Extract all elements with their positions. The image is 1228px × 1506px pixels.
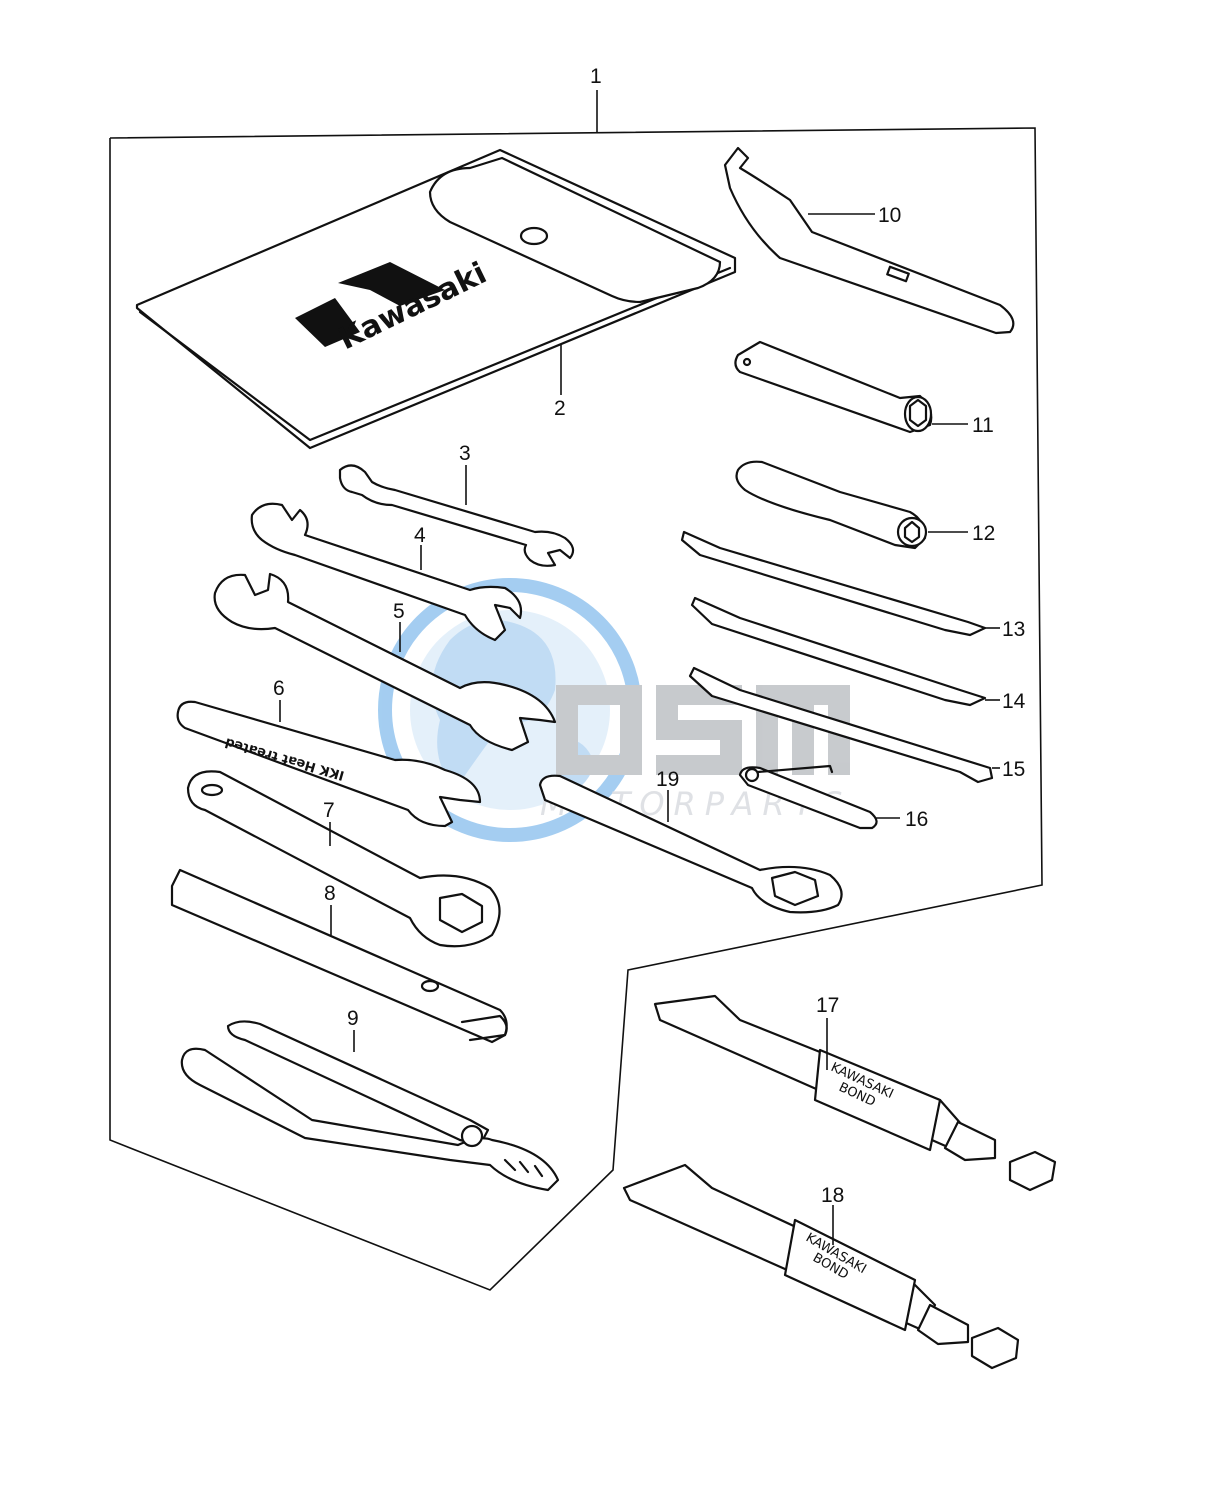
callout-16: 16 <box>905 808 928 831</box>
screwdriver-13 <box>680 530 1000 637</box>
bond-tube-18: KAWASAKI BOND <box>622 1163 1020 1370</box>
extension-bar-8 <box>170 868 508 1044</box>
hook-spanner-10 <box>723 146 1015 335</box>
callout-6: 6 <box>273 677 285 700</box>
screwdriver-14 <box>690 596 1000 707</box>
ring-spanner-7 <box>186 770 501 948</box>
callout-10: 10 <box>878 204 901 227</box>
callout-18: 18 <box>821 1184 844 1207</box>
oem-letters <box>556 685 850 775</box>
callout-9: 9 <box>347 1007 359 1030</box>
ring-spanner-19 <box>538 774 843 914</box>
wrench-5 <box>213 572 557 752</box>
kit-outline <box>109 90 1043 1291</box>
callout-13: 13 <box>1002 618 1025 641</box>
callout-2: 2 <box>554 397 566 420</box>
tool-pouch: Kawasaki <box>135 148 737 450</box>
pliers-9 <box>180 1020 560 1192</box>
callout-1: 1 <box>590 65 602 88</box>
wrench-3 <box>338 464 575 567</box>
snap-button <box>519 226 549 246</box>
callout-11: 11 <box>972 414 994 437</box>
screwdriver-15 <box>688 666 1000 784</box>
callout-7: 7 <box>323 799 335 822</box>
callout-5: 5 <box>393 600 405 623</box>
callout-12: 12 <box>972 522 995 545</box>
callout-8: 8 <box>324 882 336 905</box>
screwdriver-handle-12 <box>735 460 968 550</box>
callout-4: 4 <box>414 524 426 547</box>
feeler-gauge-16 <box>738 764 900 830</box>
bond-tube-17: KAWASAKI BOND <box>653 994 1057 1192</box>
callout-labels: 1 2 3 4 5 6 7 8 9 10 11 12 13 14 15 16 1… <box>273 65 1026 1207</box>
callout-17: 17 <box>816 994 839 1017</box>
box-wrench-11 <box>734 340 968 434</box>
callout-15: 15 <box>1002 758 1025 781</box>
callout-14: 14 <box>1002 690 1026 713</box>
wrench-4 <box>250 502 523 642</box>
callout-19: 19 <box>656 768 679 791</box>
callout-3: 3 <box>459 442 471 465</box>
